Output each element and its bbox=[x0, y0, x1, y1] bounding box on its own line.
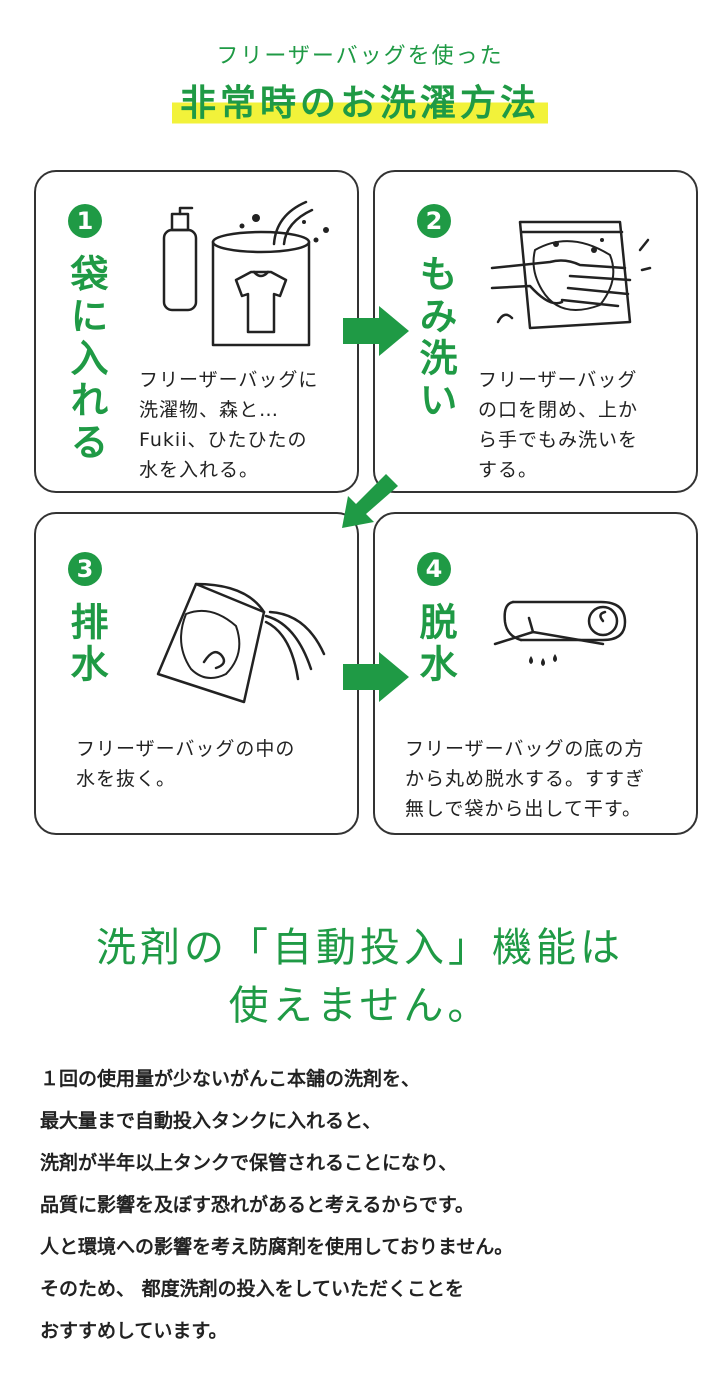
step-number-1: 1 bbox=[68, 204, 102, 238]
step-number-3: 3 bbox=[68, 552, 102, 586]
notice-line: １回の使用量が少ないがんこ本舗の洗剤を、 bbox=[40, 1068, 421, 1090]
step-title-2: もみ洗い bbox=[413, 254, 457, 422]
arrow-right-icon bbox=[343, 306, 409, 356]
step-card-2: 2 もみ洗い フリーザーバッグ の口を閉め、上か ら手でもみ洗いを する。 bbox=[373, 170, 698, 493]
bottle-bag-shirt-icon bbox=[162, 200, 329, 347]
notice-line: 品質に影響を及ぼす恐れがあると考えるからです。 bbox=[40, 1194, 474, 1216]
notice-line: 最大量まで自動投入タンクに入れると、 bbox=[40, 1110, 382, 1132]
bag-draining-icon bbox=[156, 582, 326, 704]
step-title-1: 袋に入れる bbox=[64, 254, 108, 464]
step-title-3: 排水 bbox=[64, 602, 108, 686]
step-description-2: フリーザーバッグ の口を閉め、上か ら手でもみ洗いを する。 bbox=[478, 369, 639, 481]
notice-heading-line1: 洗剤の「自動投入」機能は bbox=[96, 925, 624, 971]
notice-heading-line2: 使えません。 bbox=[228, 983, 492, 1029]
page-title: 非常時のお洗濯方法 bbox=[171, 74, 548, 126]
notice-paragraph: １回の使用量が少ないがんこ本舗の洗剤を、 最大量まで自動投入タンクに入れると、 … bbox=[40, 1058, 700, 1352]
step-description-4: フリーザーバッグの底の方 から丸め脱水する。すすぎ 無しで袋から出して干す。 bbox=[405, 738, 646, 820]
notice-line: おすすめしています。 bbox=[40, 1320, 228, 1342]
arrow-right-icon bbox=[343, 652, 409, 702]
step-number-2: 2 bbox=[417, 204, 451, 238]
step-card-1: 1 袋に入れる フリーザーバッグに 洗濯物、森と… Fukii、ひたひたの 水を… bbox=[34, 170, 359, 493]
arrow-down-left-icon bbox=[342, 474, 398, 528]
step-card-4: 4 脱水 フリーザーバッグの底の方 から丸め脱水する。すすぎ 無しで袋から出して… bbox=[373, 512, 698, 835]
step-description-3: フリーザーバッグの中の 水を抜く。 bbox=[76, 738, 296, 790]
step-number-4: 4 bbox=[417, 552, 451, 586]
hands-kneading-bag-icon bbox=[490, 220, 652, 330]
notice-line: 人と環境への影響を考え防腐剤を使用しておりません。 bbox=[40, 1236, 514, 1258]
step-description-1: フリーザーバッグに 洗濯物、森と… Fukii、ひたひたの 水を入れる。 bbox=[139, 369, 319, 481]
notice-line: そのため、 都度洗剤の投入をしていただくことを bbox=[40, 1278, 465, 1300]
page-title-wrap: 非常時のお洗濯方法 bbox=[0, 74, 720, 126]
step-card-3: 3 排水 フリーザーバッグの中の 水を抜く。 bbox=[34, 512, 359, 835]
step-title-4: 脱水 bbox=[413, 602, 457, 686]
page-subtitle: フリーザーバッグを使った bbox=[216, 44, 504, 69]
rolled-bag-icon bbox=[493, 600, 627, 666]
notice-line: 洗剤が半年以上タンクで保管されることになり、 bbox=[40, 1152, 458, 1174]
